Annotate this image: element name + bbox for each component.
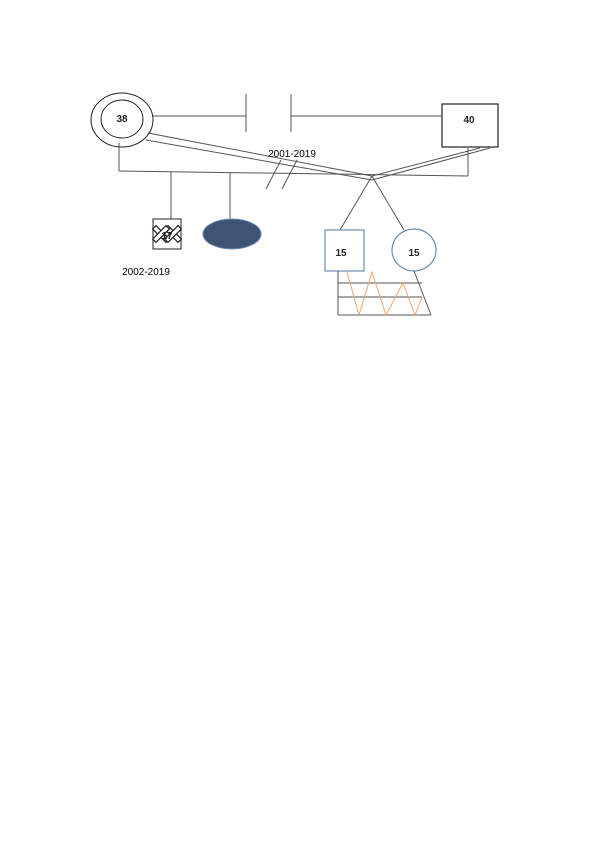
marriage-line	[153, 94, 442, 132]
twin-square-symbol: 15	[324, 229, 365, 272]
deceased-child-symbol: 17	[151, 218, 183, 250]
twin-connector-lines	[145, 132, 491, 231]
zigzag-line	[346, 270, 423, 317]
twin-relationship-box	[337, 270, 432, 317]
twin-1-age: 15	[335, 248, 347, 259]
child-1-age: 17	[161, 231, 173, 242]
child-1-years: 2002-2019	[122, 267, 170, 278]
filled-oval-child-symbol	[202, 218, 262, 250]
mother-age: 40	[463, 115, 475, 126]
mother-symbol: 40	[441, 103, 499, 148]
father-age: 38	[116, 114, 128, 125]
child-drop-lines	[170, 172, 231, 219]
relationship-years: 2001-2019	[268, 149, 316, 160]
deceased-cross-icon	[151, 224, 183, 244]
twin-circle-symbol: 15	[391, 228, 437, 272]
twin-2-age: 15	[408, 248, 420, 259]
separation-marks	[265, 159, 298, 190]
sibship-line	[118, 143, 469, 177]
father-symbol: 38	[90, 92, 154, 148]
